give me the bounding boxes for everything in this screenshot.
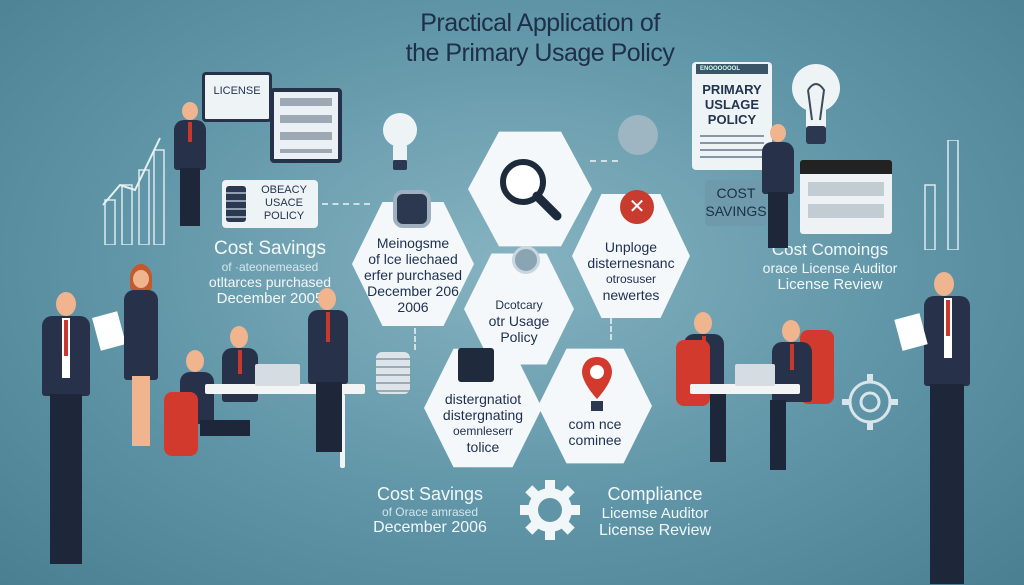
cost-savings-bottom: Cost Savings of Orace amrased December 2… (373, 484, 487, 536)
camera-icon (393, 190, 431, 228)
red-chair (676, 340, 710, 406)
database-icon (226, 186, 246, 222)
hexagon-magnifier (468, 131, 592, 247)
desk-left (205, 384, 365, 394)
cost-savings-card: COST SAVINGS (705, 180, 767, 226)
compliance-bottom: Compliance Licemse Auditor License Revie… (598, 484, 712, 539)
bar-chart-icon (924, 140, 959, 250)
magnifier-icon (500, 159, 562, 221)
coin-stack-icon (376, 352, 410, 394)
red-chair (164, 392, 198, 456)
gear-outline-icon (842, 374, 898, 430)
license-monitor (270, 88, 342, 163)
laptop (735, 364, 775, 386)
laptop (255, 364, 300, 386)
tool-icon (618, 115, 658, 155)
page-title: Practical Application of the Primary Usa… (405, 9, 675, 67)
license-sign: LICENSE (202, 72, 272, 122)
monitor-icon (458, 348, 494, 382)
clapperboard-icon (800, 160, 892, 234)
primary-usage-policy-document: ENOOOOOOL PRIMARY USLAGE POLICY (692, 62, 772, 170)
gear-icon (520, 480, 580, 540)
lightbulb-icon (792, 64, 840, 144)
cost-comoings-right: Cost Comoings orace License Auditor Lice… (762, 240, 898, 293)
growth-chart-icon (102, 137, 165, 245)
cost-savings-left: Cost Savings of ·ateonemeased otltarces … (208, 238, 332, 307)
lightbulb-icon (383, 113, 417, 170)
location-pin-icon (582, 357, 612, 411)
desk-right (690, 384, 800, 394)
red-x-icon: ✕ (620, 190, 654, 224)
desk-leg (340, 394, 345, 468)
badge-icon (512, 246, 540, 274)
